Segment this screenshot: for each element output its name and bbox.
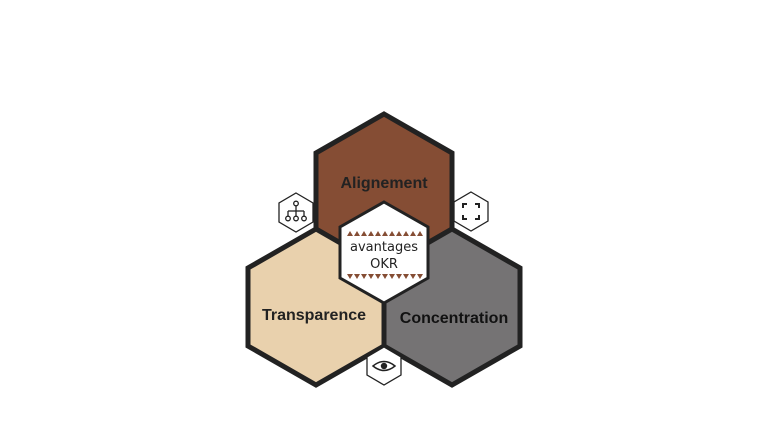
center-hex: avantages OKR — [338, 200, 430, 305]
hex-transparence-label: Transparence — [262, 307, 366, 324]
focus-frame-icon — [453, 191, 489, 232]
center-bottom-triangles — [347, 274, 423, 279]
center-top-triangles — [347, 231, 423, 236]
hex-alignement-label: Alignement — [340, 175, 428, 192]
hierarchy-icon — [278, 192, 314, 233]
hex-concentration-label: Concentration — [400, 310, 508, 327]
center-label-line2: OKR — [370, 257, 398, 272]
center-label-line1: avantages — [350, 240, 418, 255]
eye-icon — [366, 346, 402, 386]
